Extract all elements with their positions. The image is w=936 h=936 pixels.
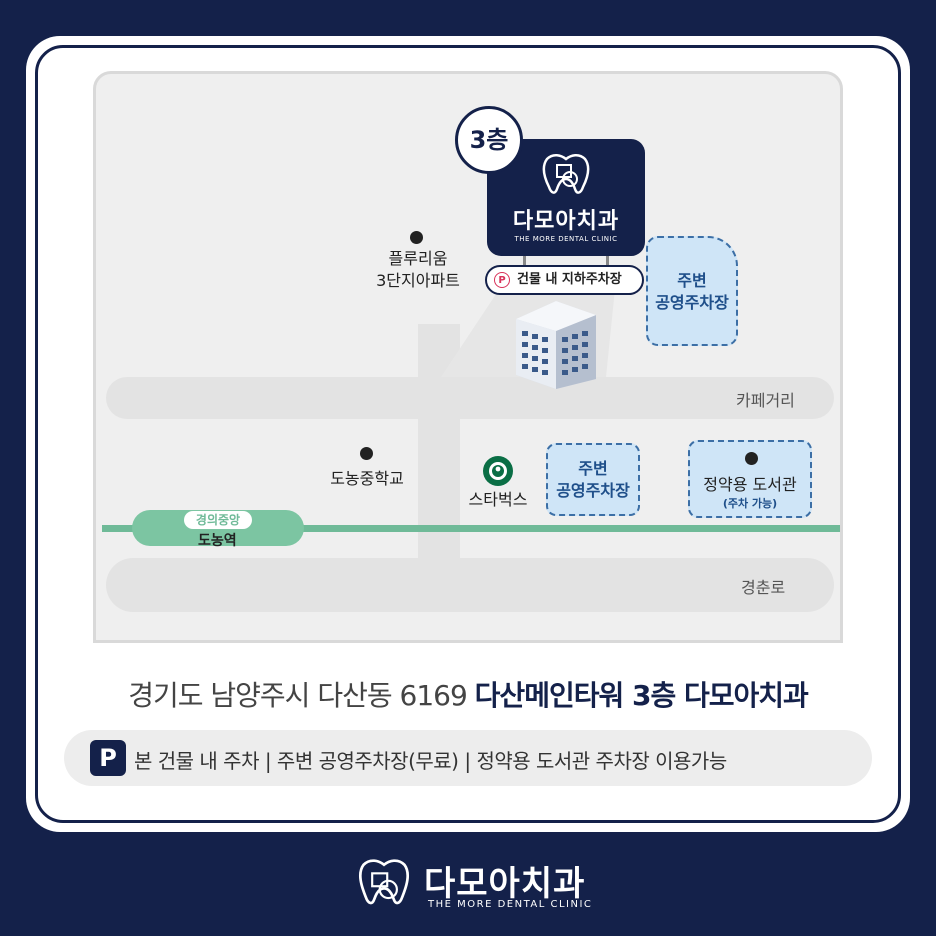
card-border <box>35 45 901 823</box>
library-note: (주차 가능) <box>722 497 778 510</box>
sign-post-right <box>606 256 609 266</box>
underground-parking-pill[interactable]: P 건물 내 지하주차장 <box>485 265 644 295</box>
address-plain: 경기도 남양주시 다산동 6169 <box>128 679 468 712</box>
footer-clinic-subtitle: THE MORE DENTAL CLINIC <box>428 899 593 910</box>
apartment-label[interactable]: 플루리움 3단지아파트 <box>358 248 478 292</box>
footer-clinic-name: 다모아치과 <box>424 864 586 904</box>
starbucks-logo-icon <box>483 456 513 486</box>
apartment-marker-dot <box>410 231 423 244</box>
road-gyeongchun <box>106 558 834 612</box>
apartment-label-line1: 플루리움 <box>388 249 448 268</box>
parking-info-bar: P 본 건물 내 주차 | 주변 공영주차장(무료) | 정약용 도서관 주차장… <box>64 730 872 786</box>
parking-middle-line1: 주변 <box>578 459 608 478</box>
school-marker-dot <box>360 447 373 460</box>
parking-square-icon: P <box>90 740 126 776</box>
footer-tooth-logo-icon <box>358 859 410 905</box>
parking-top-right-line2: 공영주차장 <box>655 293 729 312</box>
parking-info-text: 본 건물 내 주차 | 주변 공영주차장(무료) | 정약용 도서관 주차장 이… <box>134 749 727 773</box>
clinic-building-icon <box>516 301 596 389</box>
road-label-cafe-street: 카페거리 <box>736 391 795 410</box>
library-marker-dot <box>745 452 758 465</box>
underground-parking-label: 건물 내 지하주차장 <box>517 272 622 287</box>
station-line-label: 경의중앙 <box>184 511 252 529</box>
tooth-logo-icon <box>542 154 590 194</box>
clinic-sign-subtitle: THE MORE DENTAL CLINIC <box>514 235 618 243</box>
school-label[interactable]: 도농중학교 <box>330 469 404 488</box>
address-bold: 다산메인타워 3층 다모아치과 <box>474 679 809 712</box>
sign-post-left <box>523 256 526 266</box>
road-cafe-street <box>106 377 834 419</box>
parking-middle-line2: 공영주차장 <box>556 481 630 500</box>
library-name: 정약용 도서관 <box>703 475 797 494</box>
apartment-label-line2: 3단지아파트 <box>376 271 460 290</box>
clinic-sign-name: 다모아치과 <box>512 209 620 234</box>
parking-top-right-line1: 주변 <box>677 271 707 290</box>
road-label-gyeongchun: 경춘로 <box>741 578 786 597</box>
public-parking-middle[interactable]: 주변 공영주차장 <box>546 443 640 516</box>
station-name: 도농역 <box>198 533 237 549</box>
address-line: 경기도 남양주시 다산동 6169 다산메인타워 3층 다모아치과 <box>26 674 910 714</box>
starbucks-label[interactable]: 스타벅스 <box>468 490 528 509</box>
road-vertical <box>418 414 460 562</box>
public-parking-top-right[interactable]: 주변 공영주차장 <box>646 236 738 346</box>
floor-badge: 3층 <box>455 106 523 174</box>
library-parking[interactable]: 정약용 도서관 (주차 가능) <box>688 440 812 518</box>
location-card: 카페거리 경춘로 경의중앙 도농역 플루리움 3단지아파트 도농중학교 스타벅스… <box>26 36 910 832</box>
rail-line <box>102 525 840 532</box>
parking-circle-icon: P <box>494 272 510 288</box>
